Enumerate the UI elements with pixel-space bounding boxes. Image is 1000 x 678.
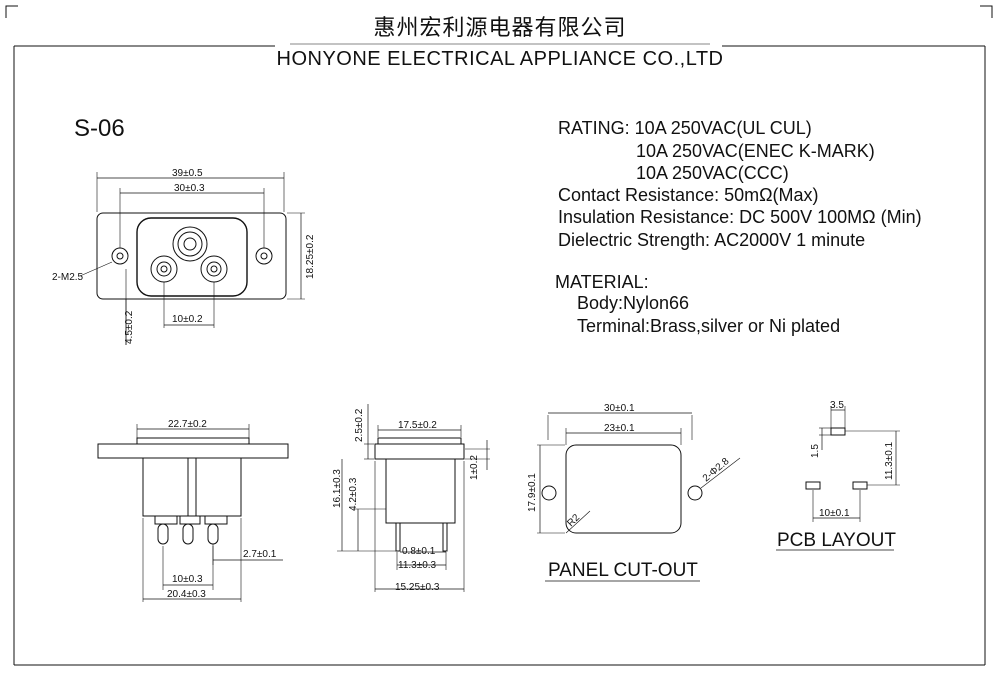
pcb-layout-label: PCB LAYOUT bbox=[777, 530, 896, 551]
dim-cutout-height: 17.9±0.1 bbox=[527, 473, 538, 512]
dim-top-pin-pitch: 10±0.2 bbox=[172, 314, 203, 325]
dim-side-pin-pitch: 11.3±0.3 bbox=[398, 560, 437, 571]
dim-side-lower-height: 4.2±0.3 bbox=[348, 477, 359, 511]
dim-front-pin-offset: 2.7±0.1 bbox=[243, 549, 277, 560]
dim-side-total-height: 16.1±0.3 bbox=[332, 469, 343, 508]
material-terminal: Terminal:Brass,silver or Ni plated bbox=[577, 316, 841, 336]
company-name-english: HONYONE ELECTRICAL APPLIANCE CO.,LTD bbox=[276, 48, 724, 70]
dim-cutout-holes: 2-Φ2.8 bbox=[701, 456, 732, 484]
panel-cutout-label: PANEL CUT-OUT bbox=[548, 560, 698, 581]
dim-top-pin-offset: 4.5±0.2 bbox=[124, 310, 135, 344]
dim-front-body-width: 20.4±0.3 bbox=[167, 589, 206, 600]
rating-enec: 10A 250VAC(ENEC K-MARK) bbox=[636, 141, 875, 161]
dim-cutout-radius: R2 bbox=[565, 512, 582, 529]
contact-resistance: Contact Resistance: 50mΩ(Max) bbox=[558, 185, 819, 205]
dim-top-overall-width: 39±0.5 bbox=[172, 168, 203, 179]
rating-ul: RATING: 10A 250VAC(UL CUL) bbox=[558, 118, 812, 138]
dim-side-pin-thickness: 0.8±0.1 bbox=[402, 546, 436, 557]
company-name-chinese: 惠州宏利源电器有限公司 bbox=[373, 16, 627, 41]
dim-side-width: 17.5±0.2 bbox=[398, 420, 437, 431]
dim-cutout-width: 30±0.1 bbox=[604, 403, 635, 414]
dim-top-height: 18.25±0.2 bbox=[305, 234, 316, 279]
drawing-frame bbox=[5, 5, 993, 666]
dim-pcb-pad-width: 3.5 bbox=[830, 400, 844, 411]
pcb-layout-view bbox=[776, 406, 900, 551]
side-view bbox=[337, 404, 490, 592]
material-heading: MATERIAL: bbox=[555, 272, 649, 292]
dielectric-strength: Dielectric Strength: AC2000V 1 minute bbox=[558, 230, 866, 250]
dim-top-hole-pitch: 30±0.3 bbox=[174, 183, 205, 194]
dim-side-flange-height: 2.5±0.2 bbox=[354, 408, 365, 442]
material-body: Body:Nylon66 bbox=[577, 293, 690, 313]
dim-side-right: 1±0.2 bbox=[469, 455, 480, 480]
dim-pcb-pad-height: 1.5 bbox=[810, 444, 821, 458]
dim-pcb-pitch: 10±0.1 bbox=[819, 508, 850, 519]
insulation-resistance: Insulation Resistance: DC 500V 100MΩ (Mi… bbox=[558, 207, 922, 227]
panel-cutout-view bbox=[537, 412, 741, 582]
rating-ccc: 10A 250VAC(CCC) bbox=[636, 163, 789, 183]
dim-front-pin-pitch: 10±0.3 bbox=[172, 574, 203, 585]
dim-pcb-height: 11.3±0.1 bbox=[884, 441, 895, 480]
dim-cutout-inner-width: 23±0.1 bbox=[604, 423, 635, 434]
dim-mount-holes: 2-M2.5 bbox=[52, 272, 84, 283]
top-view bbox=[79, 172, 305, 345]
model-number: S-06 bbox=[74, 115, 125, 142]
front-view bbox=[97, 424, 289, 602]
dim-side-total-width: 15.25±0.3 bbox=[395, 582, 440, 593]
dim-front-flange-width: 22.7±0.2 bbox=[168, 419, 207, 430]
